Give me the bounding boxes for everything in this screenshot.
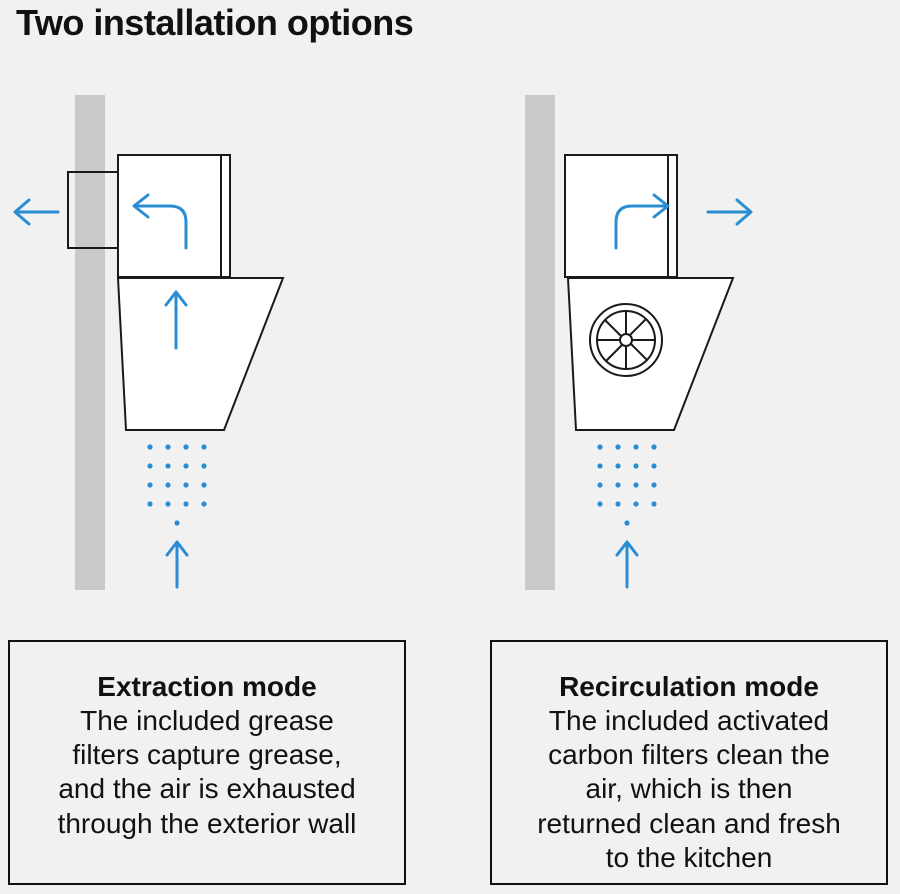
wall bbox=[525, 95, 555, 590]
chimney-outline bbox=[564, 154, 678, 278]
extraction-body: The included grease filters capture grea… bbox=[57, 705, 357, 839]
wall bbox=[75, 95, 105, 590]
arrow-left-icon bbox=[13, 198, 60, 226]
extraction-diagram bbox=[13, 95, 285, 590]
chimney-outline bbox=[117, 154, 231, 278]
intake-arrow-up-icon bbox=[615, 540, 639, 589]
page-title: Two installation options bbox=[16, 2, 414, 43]
arrow-right-icon bbox=[706, 198, 753, 226]
recirculation-heading: Recirculation mode bbox=[559, 671, 819, 702]
airflow-dots-icon bbox=[597, 444, 657, 526]
intake-arrow-up-icon bbox=[165, 540, 189, 589]
curved-arrow-right-icon bbox=[614, 193, 670, 250]
recirculation-caption-box: Recirculation mode The included activate… bbox=[490, 640, 888, 885]
fan-icon bbox=[589, 303, 663, 377]
airflow-dots-icon bbox=[147, 444, 207, 526]
hood-arrow-up-icon bbox=[164, 290, 188, 350]
curved-arrow-left-icon bbox=[132, 193, 188, 250]
recirculation-diagram bbox=[525, 95, 753, 590]
hood-outline bbox=[116, 277, 285, 431]
extraction-heading: Extraction mode bbox=[97, 671, 317, 702]
extraction-caption-box: Extraction mode The included grease filt… bbox=[8, 640, 406, 885]
recirculation-body: The included activated carbon filters cl… bbox=[537, 705, 841, 873]
